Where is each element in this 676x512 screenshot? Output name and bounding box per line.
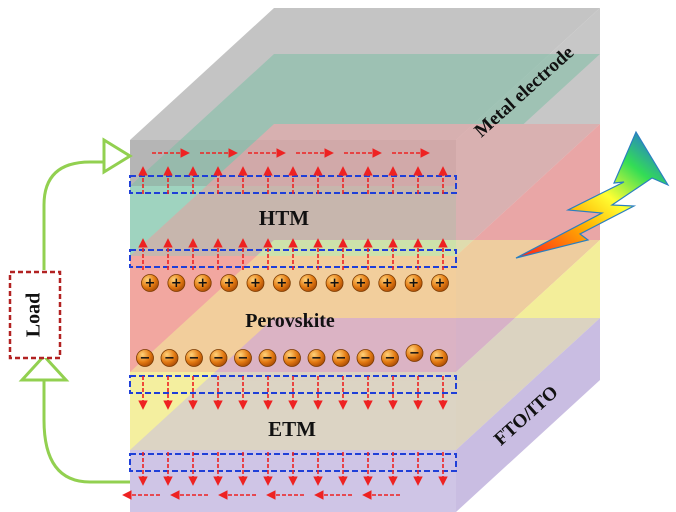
htm-label: HTM (259, 206, 309, 230)
circuit-top-wire (42, 160, 108, 270)
charge-carriers: ++++++++++++−−−−−−−−−−−−− (136, 274, 449, 367)
svg-text:+: + (145, 276, 156, 291)
electron-carrier: − (136, 349, 154, 367)
svg-text:−: − (385, 351, 396, 366)
circuit-bottom-arrowhead (18, 353, 70, 382)
electron-carrier: − (185, 349, 203, 367)
electron-carrier: − (209, 349, 228, 367)
electron-carrier: − (405, 344, 424, 362)
hole-carrier: + (378, 274, 397, 292)
load-label: Load (23, 293, 45, 337)
svg-text:+: + (171, 276, 182, 291)
electron-carrier: − (283, 349, 301, 367)
svg-text:+: + (408, 276, 419, 291)
svg-text:+: + (197, 276, 208, 291)
electron-carrier: − (258, 349, 277, 367)
hole-carrier: + (193, 274, 212, 292)
hole-carrier: + (141, 274, 159, 292)
hole-carrier: + (431, 274, 449, 292)
hole-carrier: + (272, 274, 291, 292)
hole-carrier: + (220, 274, 238, 292)
electron-carrier: − (307, 349, 326, 367)
svg-text:+: + (355, 276, 366, 291)
lightning-bolt-icon (515, 130, 670, 259)
perovskite-label: Perovskite (245, 310, 335, 332)
svg-text:−: − (238, 351, 249, 366)
load-box: Load (8, 270, 62, 360)
svg-text:+: + (224, 276, 235, 291)
electron-carrier: − (381, 349, 399, 367)
electron-carrier: − (356, 349, 375, 367)
svg-text:−: − (189, 351, 200, 366)
etm-label: ETM (268, 417, 316, 441)
hole-carrier: + (167, 274, 186, 292)
svg-text:+: + (250, 276, 261, 291)
svg-text:−: − (360, 351, 371, 366)
hole-carrier: + (404, 274, 423, 292)
substrate-side (456, 318, 600, 512)
hole-carrier: + (352, 274, 370, 292)
svg-text:−: − (164, 351, 175, 366)
electron-carrier: − (332, 349, 350, 367)
svg-text:+: + (435, 276, 446, 291)
svg-text:−: − (409, 346, 420, 361)
svg-text:−: − (311, 351, 322, 366)
electron-carrier: − (430, 349, 448, 367)
charge-transport-arrows (122, 148, 448, 500)
svg-text:+: + (329, 276, 340, 291)
hole-carrier: + (246, 274, 265, 292)
svg-text:−: − (262, 351, 273, 366)
external-circuit (18, 137, 133, 484)
svg-text:−: − (336, 351, 347, 366)
electron-carrier: − (160, 349, 179, 367)
svg-text:+: + (276, 276, 287, 291)
circuit-top-arrowhead (102, 137, 133, 175)
svg-text:+: + (382, 276, 393, 291)
svg-text:+: + (303, 276, 314, 291)
svg-text:−: − (140, 351, 151, 366)
svg-text:−: − (287, 351, 298, 366)
electron-carrier: − (234, 349, 252, 367)
svg-text:−: − (434, 351, 445, 366)
circuit-bottom-wire (42, 360, 130, 484)
hole-carrier: + (299, 274, 318, 292)
svg-text:−: − (213, 351, 224, 366)
hole-carrier: + (325, 274, 344, 292)
